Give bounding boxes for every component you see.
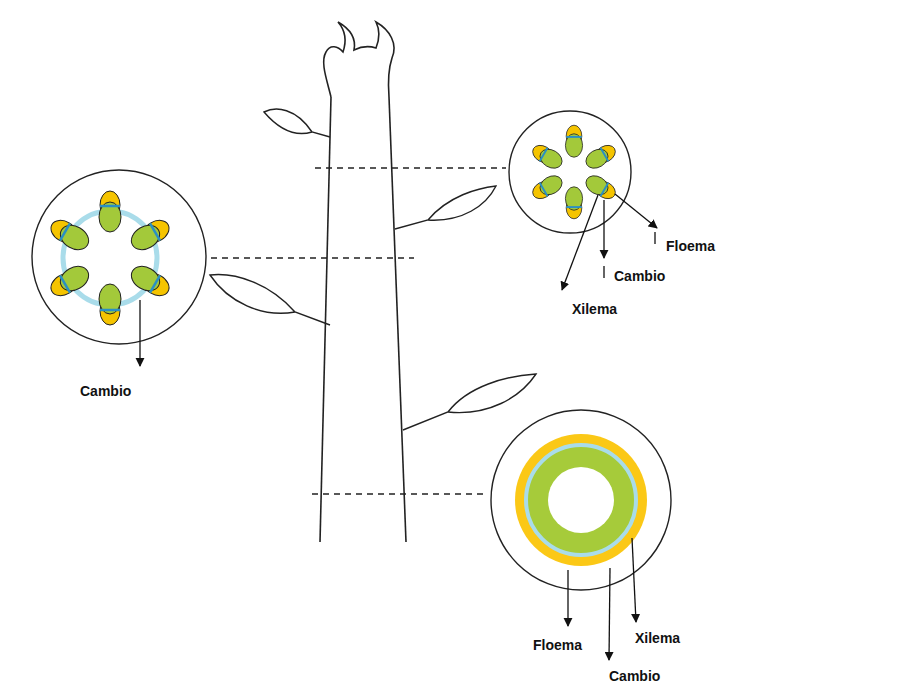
part-label: Xilema — [635, 630, 680, 646]
leaf — [210, 109, 536, 430]
leader-arrow — [140, 194, 657, 660]
stem-outline — [320, 22, 406, 542]
part-label: Cambio — [80, 383, 131, 399]
part-label: Cambio — [614, 268, 665, 284]
cross-section-continuous — [491, 410, 671, 590]
part-label: Xilema — [572, 301, 617, 317]
part-label: Floema — [666, 238, 715, 254]
part-label: Cambio — [609, 668, 660, 684]
cross-section-ring-cambium — [32, 170, 206, 344]
part-label: Floema — [533, 637, 582, 653]
section-line — [200, 168, 506, 494]
cross-section-bundles — [509, 111, 631, 233]
